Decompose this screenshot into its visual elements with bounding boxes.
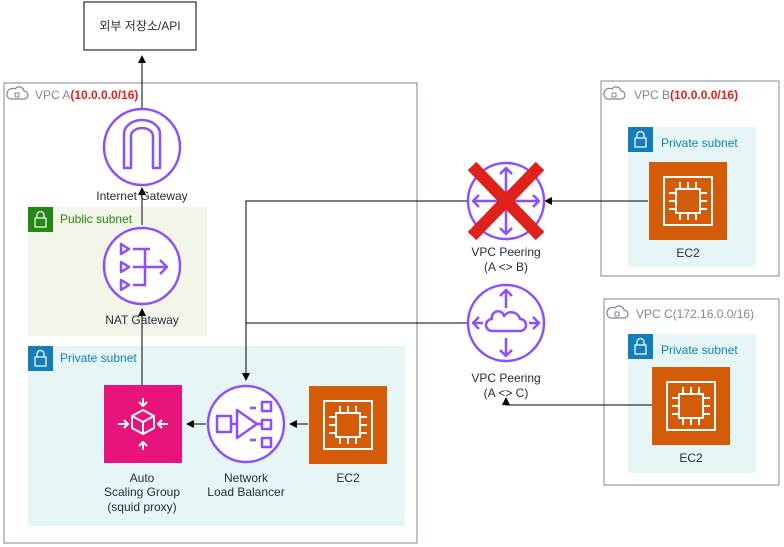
vpc-peering-ac-icon[interactable] — [466, 283, 546, 363]
vpc-b-cidr: (10.0.0.0/16) — [670, 88, 738, 102]
private-subnet-c-label: Private subnet — [661, 343, 738, 357]
ec2-c-label: EC2 — [679, 451, 703, 465]
lock-icon — [28, 346, 53, 371]
vpc-b-name: VPC B — [634, 88, 670, 102]
private-subnet-b-label: Private subnet — [661, 136, 738, 150]
cloud-icon — [603, 86, 626, 100]
vpc-a-cidr: (10.0.0.0/16) — [70, 88, 138, 102]
nat-gateway-icon[interactable] — [102, 226, 182, 306]
internet-gateway-label: Internet Gateway — [96, 189, 187, 203]
ec2-b-icon[interactable] — [649, 162, 727, 240]
ec2-a-icon[interactable] — [309, 386, 387, 464]
external-storage-box[interactable]: 외부 저장소/API — [83, 1, 197, 51]
blocked-cross-icon — [467, 161, 545, 241]
private-subnet-a-label: Private subnet — [60, 351, 137, 365]
ec2-b-label: EC2 — [676, 246, 700, 260]
asg-label-line3: (squid proxy) — [107, 500, 176, 514]
internet-gateway-icon[interactable] — [102, 107, 182, 187]
ec2-c-icon[interactable] — [652, 367, 730, 445]
lock-icon — [28, 207, 53, 232]
peering-ac-label-line2: (A <> C) — [484, 386, 529, 400]
vpc-c: VPC C(172.16.0.0/16) Private subnet — [603, 298, 780, 486]
auto-scaling-group-icon[interactable] — [104, 385, 182, 463]
cloud-icon — [6, 86, 29, 100]
nlb-label-line1: Network — [224, 471, 269, 485]
external-storage-label: 외부 저장소/API — [99, 19, 180, 33]
vpc-c-name: VPC C(172.16.0.0/16) — [636, 307, 754, 321]
peering-ac-label-line1: VPC Peering — [471, 371, 540, 385]
ec2-a-label: EC2 — [336, 471, 360, 485]
asg-label-line1: Auto — [130, 471, 155, 485]
peering-ab-label-line2: (A <> B) — [484, 260, 528, 274]
connectors — [138, 55, 652, 428]
vpc-a-name: VPC A — [35, 88, 70, 102]
public-subnet-label: Public subnet — [60, 212, 133, 226]
network-load-balancer-icon[interactable] — [206, 384, 286, 464]
cloud-icon — [606, 305, 629, 319]
lock-icon — [628, 334, 653, 359]
lock-icon — [628, 127, 653, 152]
vpc-a: VPC A(10.0.0.0/16) — [3, 82, 418, 544]
nlb-label-line2: Load Balancer — [207, 485, 284, 499]
peering-ab-label-line1: VPC Peering — [471, 245, 540, 259]
arrow-peering-ab-to-nlb — [242, 200, 467, 381]
arrow-ec2c-to-peering-ac — [502, 397, 652, 406]
nat-gateway-label: NAT Gateway — [105, 313, 179, 327]
asg-label-line2: Scaling Group — [104, 485, 180, 499]
svg-text:VPC B(10.0.0.0/16): VPC B(10.0.0.0/16) — [634, 88, 738, 102]
svg-text:VPC A(10.0.0.0/16): VPC A(10.0.0.0/16) — [35, 88, 138, 102]
